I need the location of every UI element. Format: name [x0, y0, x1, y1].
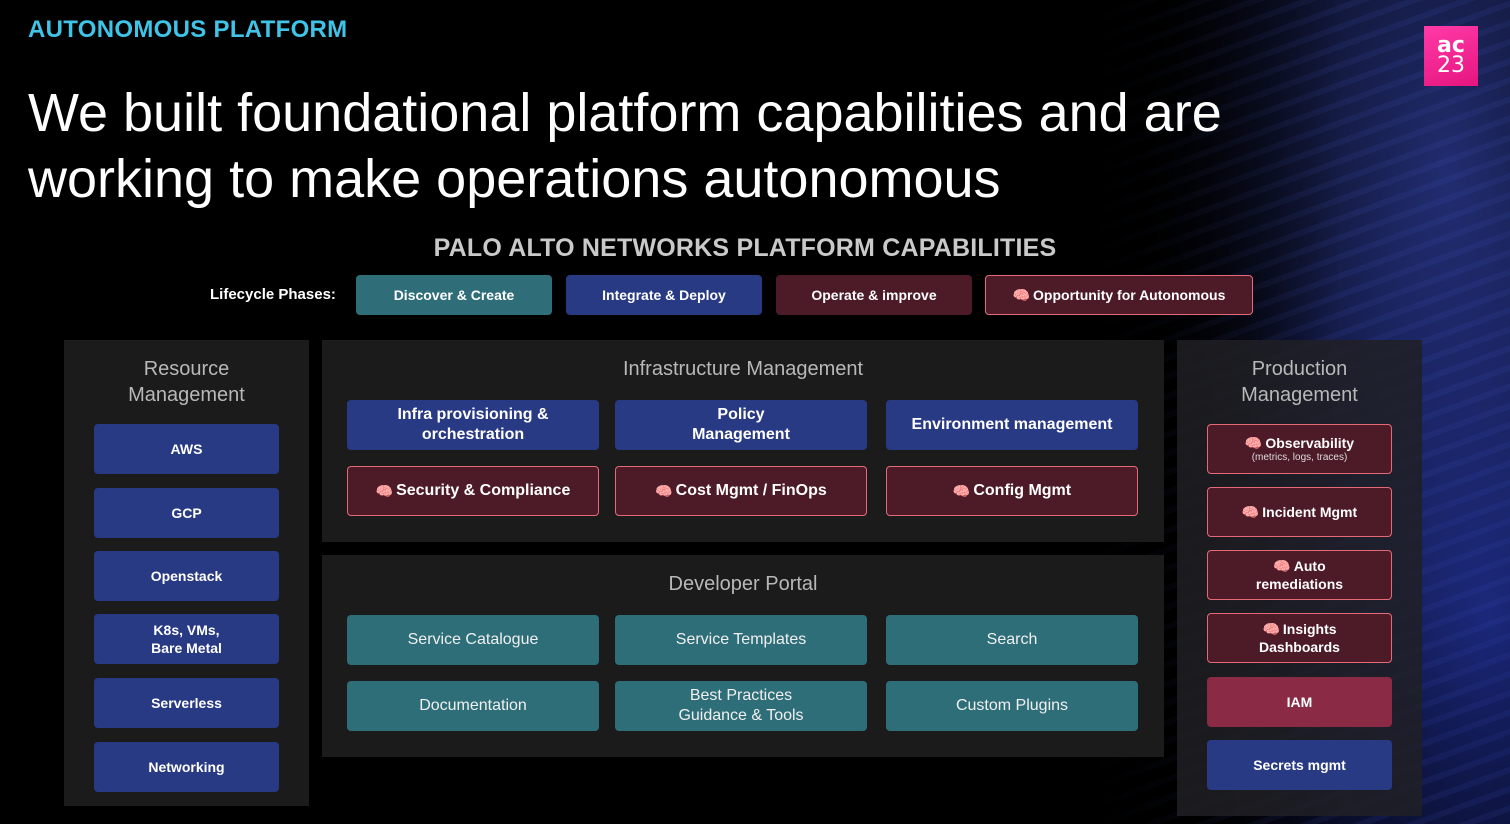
brain-icon: 🧠: [655, 482, 673, 499]
dev-service-templates: Service Templates: [615, 615, 867, 665]
production-title: Production Management: [1241, 358, 1358, 406]
infra-provisioning: Infra provisioning & orchestration: [347, 400, 599, 450]
resource-aws: AWS: [94, 424, 279, 474]
prod-auto-remediations: 🧠Auto remediations: [1207, 550, 1392, 600]
brain-icon: 🧠: [375, 482, 394, 499]
brain-icon: 🧠: [952, 482, 971, 499]
infra-cost: 🧠Cost Mgmt / FinOps: [615, 466, 867, 516]
ac23-logo: ac 23: [1424, 26, 1478, 86]
phase-autonomous: 🧠 Opportunity for Autonomous: [985, 275, 1253, 315]
phase-label: Integrate & Deploy: [602, 287, 726, 303]
prod-observability-label: Observability: [1265, 435, 1355, 451]
brain-icon: 🧠: [1244, 435, 1263, 451]
infra-config: 🧠Config Mgmt: [886, 466, 1138, 516]
phase-discover: Discover & Create: [356, 275, 552, 315]
section-title: PALO ALTO NETWORKS PLATFORM CAPABILITIES: [433, 234, 1057, 262]
prod-insights: 🧠Insights Dashboards: [1207, 613, 1392, 663]
resource-k8s: K8s, VMs, Bare Metal: [94, 614, 279, 664]
tile-label: Config Mgmt: [973, 482, 1072, 499]
logo-line2: 23: [1437, 53, 1465, 78]
dev-panel: Developer Portal Service Catalogue Servi…: [322, 555, 1164, 757]
dev-documentation: Documentation: [347, 681, 599, 731]
prod-observability-row: 🧠Observability: [1245, 434, 1354, 452]
brain-icon: 🧠: [1012, 286, 1031, 303]
resource-networking: Networking: [94, 742, 279, 792]
prod-incident-label: Incident Mgmt: [1262, 504, 1358, 520]
prod-observability-sub: (metrics, logs, traces): [1251, 452, 1348, 463]
prod-iam: IAM: [1207, 677, 1392, 727]
prod-incident: 🧠Incident Mgmt: [1207, 487, 1392, 537]
dev-best-practices: Best Practices Guidance & Tools: [615, 681, 867, 731]
prod-insights-label: Insights Dashboards: [1259, 621, 1340, 655]
prod-incident-row: 🧠Incident Mgmt: [1242, 503, 1357, 521]
dev-title: Developer Portal: [668, 573, 818, 595]
production-panel: Production Management 🧠Observability (me…: [1177, 340, 1422, 816]
infra-title: Infrastructure Management: [622, 358, 864, 380]
dev-custom-plugins: Custom Plugins: [886, 681, 1138, 731]
resource-panel: Resource Management AWS GCP Openstack K8…: [64, 340, 309, 806]
infra-environment: Environment management: [886, 400, 1138, 450]
prod-auto-label: Auto remediations: [1255, 558, 1344, 592]
resource-title: Resource Management: [128, 358, 245, 406]
brain-icon: 🧠: [1262, 621, 1280, 637]
resource-openstack: Openstack: [94, 551, 279, 601]
phase-integrate: Integrate & Deploy: [566, 275, 762, 315]
phase-label: Discover & Create: [393, 287, 515, 303]
resource-serverless: Serverless: [94, 678, 279, 728]
phase-label: Opportunity for Autonomous: [1033, 287, 1226, 303]
infra-security: 🧠Security & Compliance: [347, 466, 599, 516]
logo-line1: ac: [1437, 33, 1465, 58]
prod-observability: 🧠Observability (metrics, logs, traces): [1207, 424, 1392, 474]
dev-service-catalogue: Service Catalogue: [347, 615, 599, 665]
resource-gcp: GCP: [94, 488, 279, 538]
prod-auto-row: 🧠Auto remediations: [1248, 557, 1351, 593]
infra-policy: Policy Management: [615, 400, 867, 450]
phase-label: Operate & improve: [811, 287, 937, 303]
headline: We built foundational platform capabilit…: [28, 83, 1222, 209]
tile-label: Cost Mgmt / FinOps: [675, 482, 827, 499]
phase-operate: Operate & improve: [776, 275, 972, 315]
infra-panel: Infrastructure Management Infra provisio…: [322, 340, 1164, 542]
lifecycle-label: Lifecycle Phases:: [210, 286, 336, 303]
dev-search: Search: [886, 615, 1138, 665]
eyebrow-label: AUTONOMOUS PLATFORM: [28, 16, 348, 43]
tile-label: Security & Compliance: [396, 482, 571, 499]
brain-icon: 🧠: [1241, 504, 1260, 520]
brain-icon: 🧠: [1273, 558, 1291, 574]
prod-insights-row: 🧠Insights Dashboards: [1258, 620, 1341, 656]
prod-secrets: Secrets mgmt: [1207, 740, 1392, 790]
